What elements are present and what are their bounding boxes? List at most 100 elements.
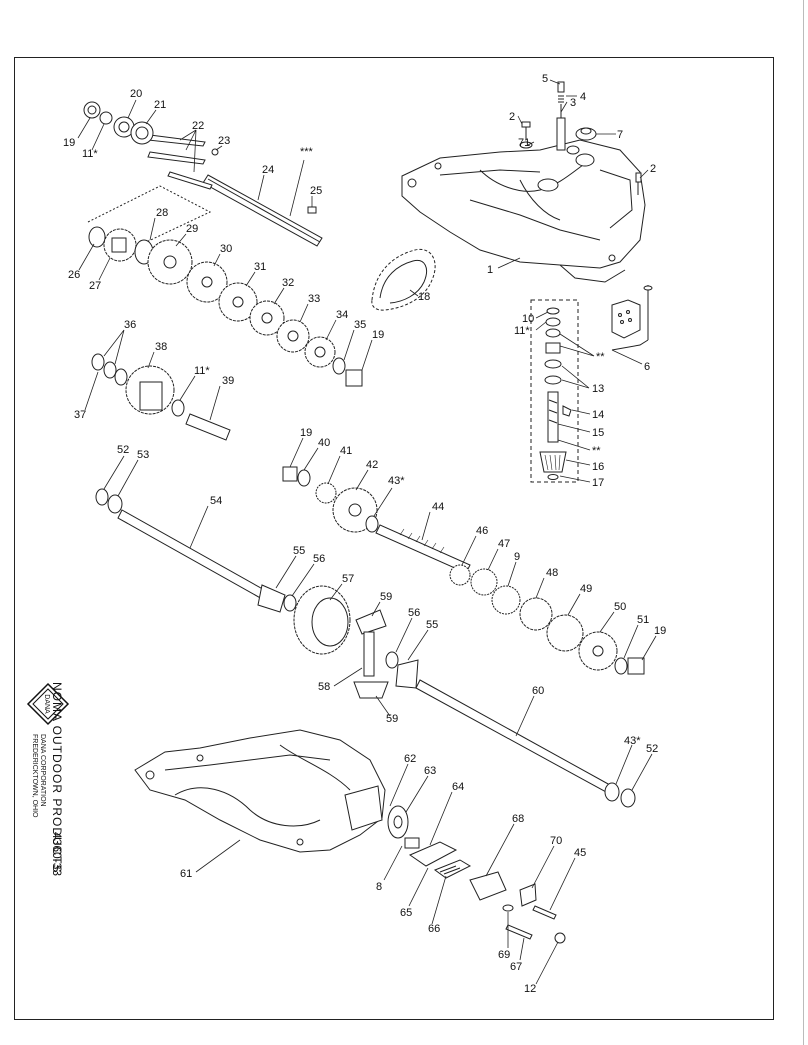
callout-59a: 59	[380, 591, 392, 603]
callout-1: 1	[487, 264, 493, 276]
callout-66: 66	[428, 923, 440, 935]
callout-47: 47	[498, 538, 510, 550]
callout-7: 7	[617, 129, 623, 141]
callout-2a: 2	[509, 111, 515, 123]
company-line-2: FREDERICKTOWN, OHIO	[31, 734, 38, 818]
callout-3: 3	[570, 97, 576, 109]
upper-gear-stack	[88, 226, 363, 387]
shift-shaft-assembly	[530, 299, 579, 483]
callout-23: 23	[218, 135, 230, 147]
callout-46: 46	[476, 525, 488, 537]
callout-35: 35	[354, 319, 366, 331]
callout-68: 68	[512, 813, 524, 825]
callout-13: 13	[592, 383, 604, 395]
ring-gear-57-group	[293, 585, 419, 699]
callout-star2a: **	[596, 351, 605, 363]
company-line-1: DANA CORPORATION	[39, 734, 46, 807]
callout-6: 6	[644, 361, 650, 373]
brake-shaft-group	[83, 101, 323, 247]
leader-lines	[77, 79, 657, 985]
callout-33: 33	[308, 293, 320, 305]
callout-29: 29	[186, 223, 198, 235]
page-edge-line	[803, 0, 804, 1045]
roller-chain	[371, 248, 436, 311]
callout-51: 51	[637, 614, 649, 626]
callout-26: 26	[68, 269, 80, 281]
shift-bracket	[611, 285, 653, 351]
callout-59b: 59	[386, 713, 398, 725]
lower-housing	[134, 729, 386, 853]
callout-55a: 55	[293, 545, 305, 557]
callout-20: 20	[130, 88, 142, 100]
callout-17: 17	[592, 477, 604, 489]
callout-36: 36	[124, 319, 136, 331]
callout-56b: 56	[408, 607, 420, 619]
callout-56a: 56	[313, 553, 325, 565]
callout-62: 62	[404, 753, 416, 765]
callout-11c: 11*	[194, 365, 210, 377]
doc-number: 4360-33	[50, 832, 64, 877]
company-name: DANA CORPORATION FREDERICKTOWN, OHIO	[30, 734, 46, 817]
callout-45: 45	[574, 847, 586, 859]
callout-4: 4	[580, 91, 586, 103]
callout-43b: 43*	[624, 735, 641, 747]
callout-21: 21	[154, 99, 166, 111]
callout-32: 32	[282, 277, 294, 289]
callout-64: 64	[452, 781, 464, 793]
callout-19d: 19	[654, 625, 666, 637]
callout-star2b: **	[592, 445, 601, 457]
callout-44: 44	[432, 501, 444, 513]
callout-12: 12	[524, 983, 536, 995]
callout-42: 42	[366, 459, 378, 471]
callout-38: 38	[155, 341, 167, 353]
callout-19b: 19	[372, 329, 384, 341]
callout-22: 22	[192, 120, 204, 132]
callout-40: 40	[318, 437, 330, 449]
callout-48: 48	[546, 567, 558, 579]
callout-27: 27	[89, 280, 101, 292]
callout-50: 50	[614, 601, 626, 613]
callout-57: 57	[342, 573, 354, 585]
callout-34: 34	[336, 309, 348, 321]
callout-9: 9	[514, 551, 520, 563]
callout-24: 24	[262, 164, 274, 176]
dana-logo: DANA	[26, 682, 70, 726]
callout-16: 16	[592, 461, 604, 473]
callout-41: 41	[340, 445, 352, 457]
callout-60: 60	[532, 685, 544, 697]
drawing-border	[14, 57, 774, 1020]
callout-2b: 2	[650, 163, 656, 175]
publisher-block: DANA DANA CORPORATION FREDERICKTOWN, OHI…	[18, 682, 138, 876]
callout-52a: 52	[117, 444, 129, 456]
callout-71: 71	[518, 137, 530, 149]
cluster-gear-group	[91, 353, 231, 441]
callout-54: 54	[210, 495, 222, 507]
callout-5: 5	[542, 73, 548, 85]
callout-65: 65	[400, 907, 412, 919]
callout-15: 15	[592, 427, 604, 439]
callout-30: 30	[220, 243, 232, 255]
callout-63: 63	[424, 765, 436, 777]
callout-53: 53	[137, 449, 149, 461]
lower-right-hardware	[387, 805, 566, 944]
callout-61: 61	[180, 868, 192, 880]
callout-14: 14	[592, 409, 604, 421]
callout-labels: 19 11* 20 21 22 23 *** 24 25 26 27 28 29…	[63, 73, 666, 995]
callout-69: 69	[498, 949, 510, 961]
callout-28: 28	[156, 207, 168, 219]
callout-11a: 11*	[82, 148, 98, 160]
middle-gear-train	[282, 466, 645, 675]
callout-star3: ***	[300, 146, 314, 158]
callout-49: 49	[580, 583, 592, 595]
callout-70: 70	[550, 835, 562, 847]
callout-58: 58	[318, 681, 330, 693]
callout-10: 10	[522, 313, 534, 325]
upper-housing	[401, 139, 646, 283]
logo-text: DANA	[43, 694, 50, 714]
callout-19a: 19	[63, 137, 75, 149]
top-hardware	[519, 81, 642, 195]
callout-31: 31	[254, 261, 266, 273]
callout-55b: 55	[426, 619, 438, 631]
callout-8: 8	[376, 881, 382, 893]
